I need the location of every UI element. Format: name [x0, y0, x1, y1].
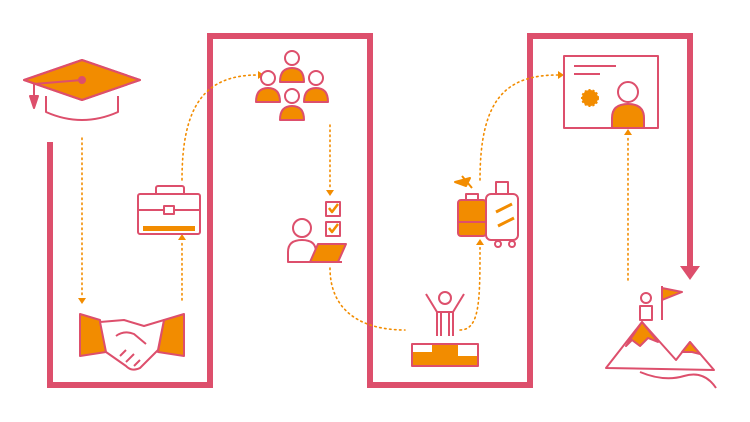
mountain-summit-flag-icon [605, 286, 717, 389]
connector-arrowhead [558, 71, 564, 79]
connector-arrowhead [624, 129, 632, 135]
briefcase-icon [137, 185, 201, 235]
connector-podium-to-luggage [459, 244, 481, 331]
connector-luggage-to-certificate [479, 74, 559, 181]
graduation-cap-icon [23, 59, 141, 121]
travel-luggage-icon [454, 175, 519, 248]
connector-arrowhead [178, 234, 186, 240]
team-group-icon [255, 50, 329, 121]
podium-winner-icon [411, 291, 479, 367]
journey-path [47, 33, 693, 388]
connector-laptop-to-podium [329, 267, 406, 331]
connector-briefcase-to-team [181, 74, 259, 181]
journey-end-arrow [680, 266, 700, 280]
handshake-icon [79, 313, 185, 371]
connector-arrowhead [326, 190, 334, 196]
certificate-person-icon [563, 55, 659, 129]
connector-arrowhead [78, 298, 86, 304]
connector-arrowhead [476, 239, 484, 245]
laptop-checklist-icon [287, 201, 347, 263]
